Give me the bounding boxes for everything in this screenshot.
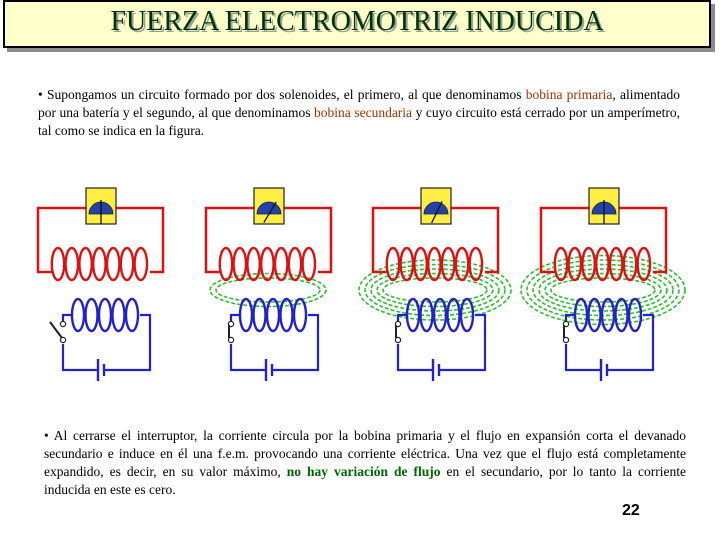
secondary-coil-loop [301,246,317,282]
intro-paragraph: • Supongamos un circuito formado por dos… [38,86,680,140]
primary-coil-term: bobina primaria [525,87,613,102]
circuit-panel-1 [36,187,165,381]
primary-circuit-wire [396,313,487,372]
intro-text-2: , alimentado por una batería y el segund… [38,87,680,120]
intro-text-1: Supongamos un circuito formado por dos s… [42,87,526,102]
secondary-coil-loop [133,246,149,282]
secondary-coil-loop [246,246,262,282]
secondary-coil-loop [553,246,569,282]
secondary-coil-term: bobina secundaria [314,105,413,120]
secondary-coil-loop [105,246,121,282]
induction-figure [36,187,686,381]
secondary-coil-loop [440,246,456,282]
switch-lever-open [49,321,63,339]
explanation-text-2: en el secundario, por lo tanto la corrie… [44,464,686,497]
primary-coil-loop [97,297,113,333]
secondary-coil-loop [468,246,484,282]
primary-coil-loop [446,297,461,333]
secondary-coil-loop [399,246,415,282]
no-flux-variation-term: no hay variación de flujo [286,464,441,479]
secondary-coil-loop [454,246,470,282]
primary-coil-loop [124,297,140,333]
secondary-coil-loop [78,246,94,282]
secondary-coil-loop [119,246,135,282]
secondary-coil-loop [622,246,638,282]
circuit-panel-2 [204,187,333,381]
primary-circuit-wire [564,313,655,372]
switch-contact-bottom [562,336,570,344]
secondary-coil-loop [581,246,597,282]
circuit-panel-4 [520,187,686,381]
secondary-coil-loop [64,246,80,282]
explanation-paragraph: • Al cerrarse el interruptor, la corrien… [44,427,686,499]
secondary-coil-loop [413,246,429,282]
secondary-coil-loop [595,246,610,282]
magnetic-flux-line [550,277,656,303]
magnetic-flux-line [538,268,668,312]
primary-coil-loop [84,297,99,333]
secondary-coil-loop [608,246,624,282]
primary-coil-loop [614,297,629,333]
ammeter-needle [263,201,277,223]
primary-coil-loop [432,297,448,333]
ammeter-dial [423,201,449,215]
primary-coil-loop [600,297,616,333]
primary-coil-loop [265,297,281,333]
switch-contact-top [59,320,67,328]
intro-text-3: y cuyo circuito está cerrado por un ampe… [38,105,680,138]
magnetic-flux-line [382,277,488,303]
primary-circuit-wire [61,313,152,372]
secondary-coil-loop [50,246,66,282]
page-title: FUERZA ELECTROMOTRIZ INDUCIDA [110,6,604,37]
secondary-coil-loop [218,246,234,282]
secondary-coil-loop [287,246,303,282]
primary-circuit-wire [229,313,320,372]
ammeter-needle [431,201,443,224]
switch-contact-bottom [394,336,402,344]
switch-contact-bottom [227,336,235,344]
secondary-coil-loop [232,246,248,282]
primary-coil-loop [279,297,294,333]
secondary-coil-loop [636,246,652,282]
primary-coil-loop [252,297,267,333]
secondary-coil-loop [260,246,275,282]
primary-coil-loop [459,297,475,333]
switch-contact-bottom [59,336,67,344]
magnetic-flux-line [520,254,686,326]
secondary-coil-loop [385,246,401,282]
magnetic-flux-line [370,268,500,312]
secondary-coil-loop [427,246,442,282]
intro-bullet: • [38,87,43,102]
primary-coil-loop [587,297,602,333]
circuit-panel-3 [358,187,512,381]
title-banner: FUERZA ELECTROMOTRIZ INDUCIDA [3,0,711,48]
explanation-text-1: Al cerrarse el interruptor, la corriente… [44,428,686,479]
primary-coil-loop [419,297,434,333]
primary-coil-loop [111,297,126,333]
primary-coil-loop [238,297,254,333]
primary-coil-loop [627,297,643,333]
explanation-bullet: • [44,428,49,443]
page-number: 22 [622,502,640,519]
magnetic-flux-line [215,277,321,303]
primary-coil-loop [70,297,86,333]
secondary-coil-loop [567,246,583,282]
secondary-coil-loop [273,246,289,282]
primary-coil-loop [292,297,308,333]
secondary-coil-loop [92,246,107,282]
